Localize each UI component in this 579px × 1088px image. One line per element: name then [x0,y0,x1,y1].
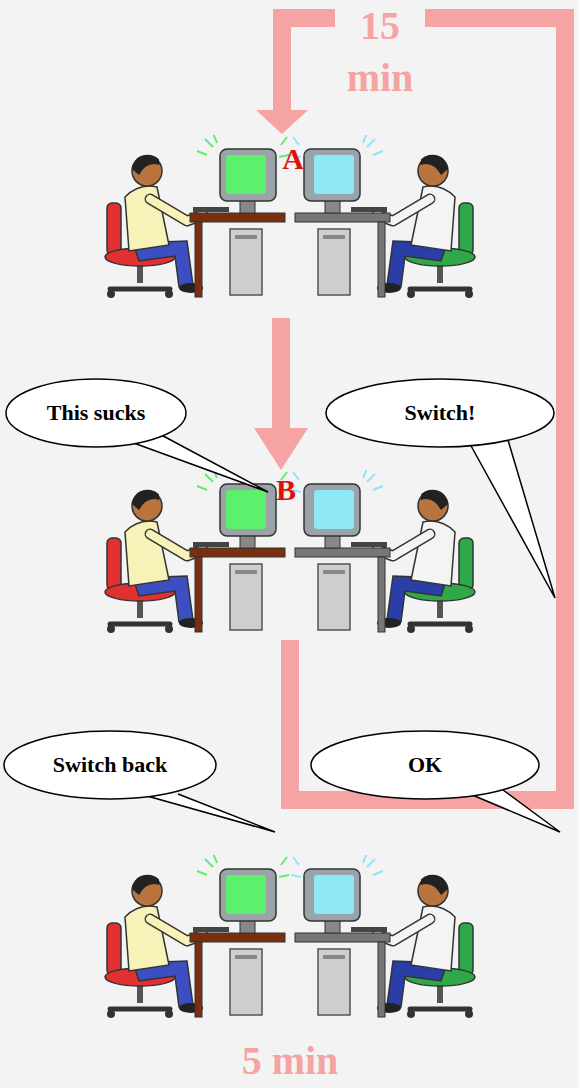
pair-scene [105,133,475,298]
annotation-label: 5 min [190,1038,390,1084]
arrow-head [254,428,308,470]
speech-bubble: OK [310,730,540,800]
speech-bubble: Switch! [325,378,555,448]
loop-arrow [282,18,565,800]
bubble-ellipse [4,731,216,799]
pair-scene [105,468,475,633]
flow-arrow [272,318,290,430]
arrow-head [256,110,308,134]
bubble-tail [140,794,275,832]
bubble-text: Switch! [405,400,476,426]
speech-bubble: Switch back [3,730,217,800]
bubble-ellipse [6,379,186,447]
speech-bubble: This sucks [5,378,187,448]
bubble-text: This sucks [47,400,145,426]
bubble-tail [470,790,560,832]
bubble-tail [470,440,555,598]
annotation-label: B [273,473,299,507]
bubble-ellipse [311,731,539,799]
left-programmer [105,853,289,1018]
left-programmer [105,468,289,633]
bubble-text: OK [408,752,442,778]
right-programmer [291,468,475,633]
right-programmer [291,133,475,298]
bubble-ellipse [326,379,554,447]
annotation-label: 15 min [335,0,425,104]
annotation-label: A [280,142,306,176]
bubble-text: Switch back [53,752,167,778]
left-programmer [105,133,289,298]
pair-scene [105,853,475,1018]
right-programmer [291,853,475,1018]
